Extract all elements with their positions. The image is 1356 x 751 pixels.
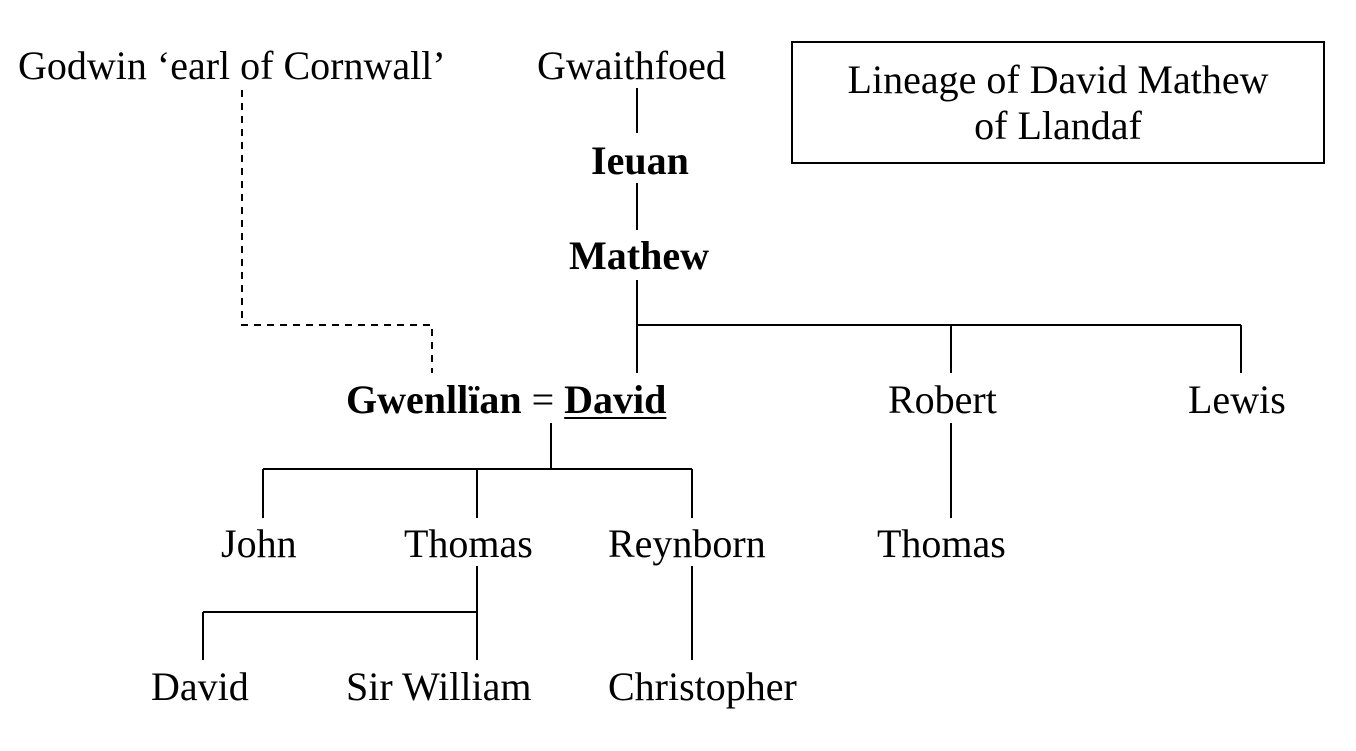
line-godwin-gwenllian-dashed (241, 90, 433, 373)
chart-title-line2: of Llandaf (974, 102, 1142, 148)
person-christopher: Christopher (608, 664, 797, 709)
chart-title-box: Lineage of David Mathew of Llandaf (791, 41, 1325, 164)
person-gwaithfoed: Gwaithfoed (537, 43, 726, 88)
person-sir-william: Sir William (346, 664, 532, 709)
person-david: David (564, 377, 667, 422)
person-mathew: Mathew (569, 233, 709, 278)
person-gwenllian: Gwenllïan (346, 377, 522, 422)
person-thomas-son-of-robert: Thomas (877, 521, 1006, 566)
person-ieuan: Ieuan (591, 138, 689, 183)
person-godwin: Godwin ‘earl of Cornwall’ (18, 43, 446, 88)
marriage-sign: = (531, 377, 555, 422)
person-robert: Robert (888, 377, 997, 422)
chart-title-line1: Lineage of David Mathew (847, 56, 1269, 102)
person-thomas-son-of-david: Thomas (404, 521, 533, 566)
marriage-gwenllian-david: Gwenllïan = David (346, 377, 666, 423)
person-john: John (221, 521, 297, 566)
person-lewis: Lewis (1188, 377, 1286, 422)
person-reynborn: Reynborn (608, 521, 766, 566)
person-david-grandson: David (151, 664, 249, 709)
